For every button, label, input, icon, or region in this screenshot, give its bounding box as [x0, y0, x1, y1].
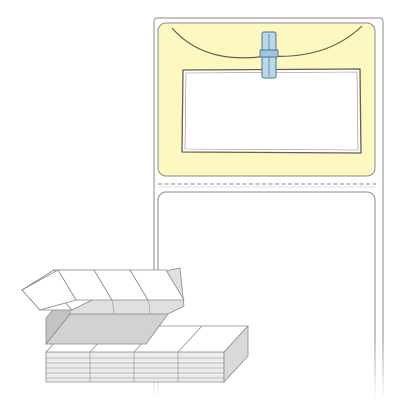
frame-doodle-icon — [181, 68, 362, 154]
fanfold-stack-icon — [21, 267, 249, 384]
clothespin-icon — [259, 31, 279, 79]
fanfold-stack-base — [45, 351, 225, 383]
fanfold-top-sheet — [21, 269, 185, 311]
